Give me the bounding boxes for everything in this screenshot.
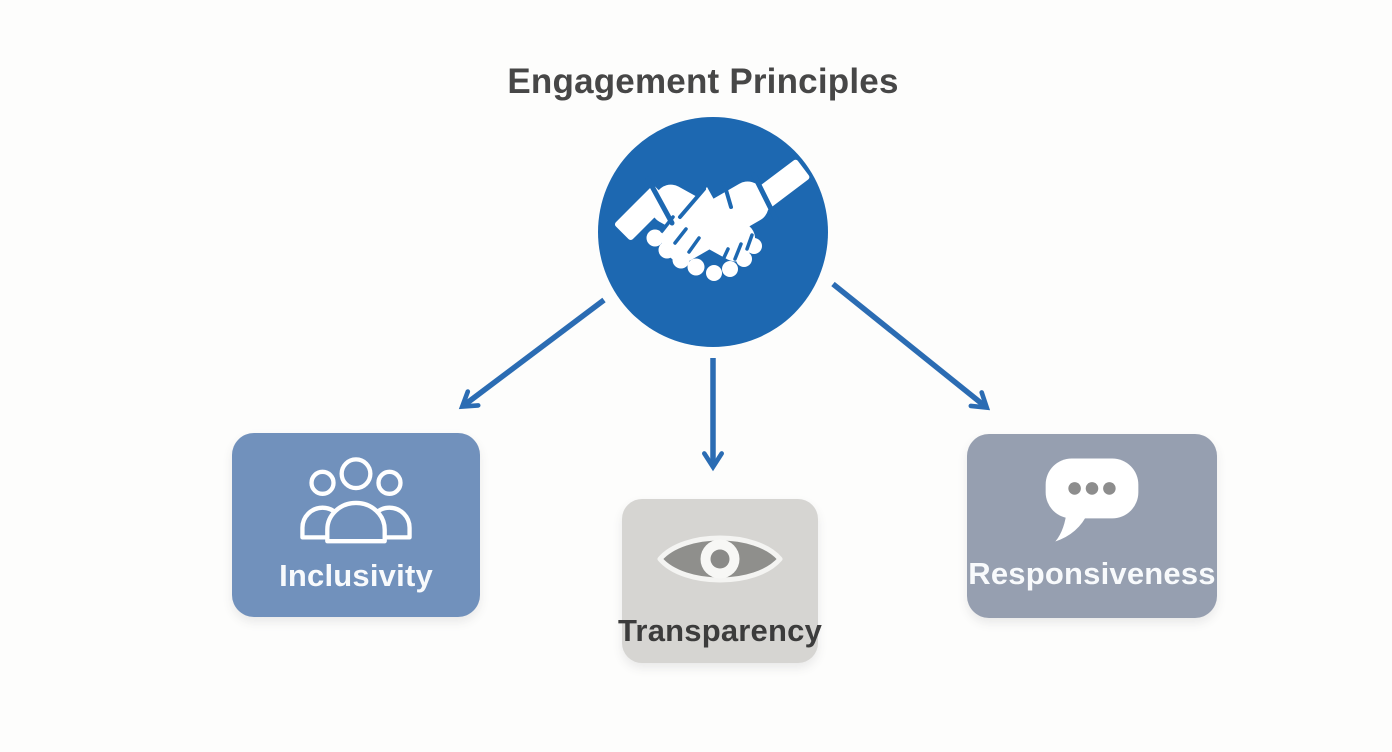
principle-box-transparency: Transparency [618, 499, 822, 663]
page-title: Engagement Principles [507, 62, 899, 101]
arrow-to-inclusivity [458, 297, 606, 410]
principle-label-responsiveness: Responsiveness [968, 556, 1216, 591]
principle-label-inclusivity: Inclusivity [279, 558, 433, 593]
handshake-icon [614, 159, 810, 281]
eye-icon [657, 535, 783, 583]
people-icon [300, 457, 412, 544]
chat-bubble-icon [1045, 458, 1139, 542]
central-node-circle [598, 117, 828, 347]
principle-box-responsiveness: Responsiveness [967, 434, 1217, 618]
principle-label-transparency: Transparency [618, 613, 823, 648]
arrow-to-responsiveness [831, 281, 991, 411]
principle-box-inclusivity: Inclusivity [232, 433, 480, 617]
